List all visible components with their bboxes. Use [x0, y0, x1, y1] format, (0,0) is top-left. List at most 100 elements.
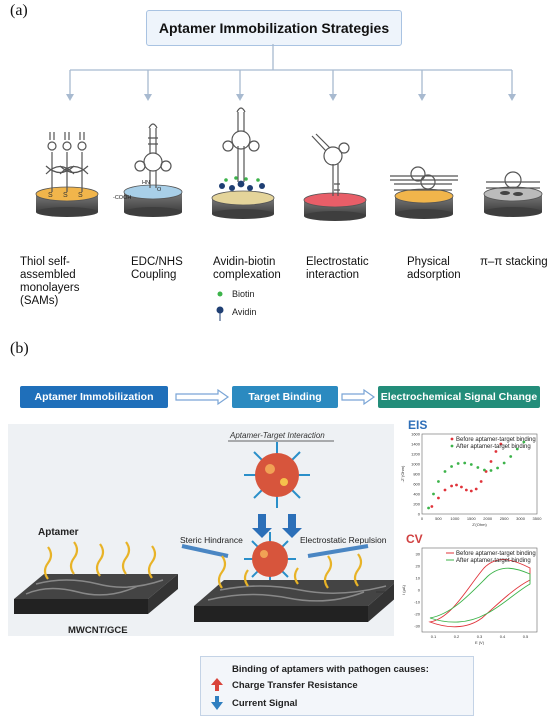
eis-point — [450, 465, 453, 468]
eis-point — [469, 489, 473, 493]
eis-y-tick: 1400 — [411, 442, 421, 447]
strategy-label-electrostatic: Electrostatic interaction — [306, 256, 369, 281]
eis-point — [432, 492, 435, 496]
eis-x-tick: 3000 — [516, 516, 526, 521]
eis-point — [443, 470, 447, 473]
electrode-thiol: S S S — [35, 132, 99, 217]
eis-point — [515, 447, 519, 451]
eis-point — [479, 480, 483, 483]
arrow-up-icon — [211, 678, 223, 691]
cv-legend-label: Before aptamer-target binding — [456, 551, 536, 557]
thiol-s1: S — [48, 192, 53, 199]
flow-arrows — [175, 388, 376, 406]
edc-hn: HN — [142, 180, 150, 186]
eis-point — [464, 488, 468, 492]
eis-point — [437, 496, 440, 500]
eis-axes — [421, 433, 538, 515]
result-item-resistance: Charge Transfer Resistance — [232, 680, 358, 691]
thiol-s3: S — [78, 192, 83, 199]
eis-point — [437, 480, 440, 483]
flow-target-binding: Target Binding — [232, 386, 338, 408]
flow-aptamer-immobilization: Aptamer Immobilization — [20, 386, 168, 408]
strategy-illustrations: S S S -COOH HN O — [35, 107, 543, 221]
thiol-s2: S — [63, 192, 68, 199]
cv-x-tick: 0.5 — [523, 634, 529, 639]
legend-avidin: Avidin — [232, 307, 257, 317]
eis-y-tick: 400 — [413, 492, 420, 497]
result-heading: Binding of aptamers with pathogen causes… — [232, 664, 429, 675]
electrode-right — [194, 580, 394, 622]
cv-title: CV — [406, 532, 423, 546]
cv-y-tick: 30 — [416, 552, 421, 557]
eis-title: EIS — [408, 418, 428, 432]
eis-point — [455, 483, 458, 487]
eis-point — [489, 469, 493, 472]
virus-icon-top — [244, 442, 310, 508]
eis-y-tick: 1600 — [411, 432, 421, 437]
eis-y-tick: 800 — [413, 472, 420, 477]
steric-hindrance-label: Steric Hindrance — [180, 535, 243, 545]
eis-point — [430, 505, 434, 508]
panel-a-label: (a) — [10, 2, 28, 19]
eis-point — [483, 468, 486, 472]
eis-y-tick: 1200 — [411, 452, 421, 457]
cv-y-tick: 0 — [418, 588, 421, 593]
edc-cooh: -COOH — [113, 195, 131, 201]
cv-axes — [421, 547, 538, 633]
result-arrows — [211, 678, 223, 710]
cv-series-before — [428, 559, 531, 628]
eis-point — [463, 461, 467, 465]
legend-biotin: Biotin — [232, 289, 255, 299]
result-item-current: Current Signal — [232, 698, 298, 709]
eis-ylabel: -Z''(Ohm) — [400, 465, 405, 482]
cv-x-tick: 0.3 — [477, 634, 483, 639]
eis-point — [496, 466, 499, 470]
eis-point — [443, 488, 447, 492]
edc-o: O — [157, 187, 162, 193]
electrode-physical — [390, 166, 458, 219]
eis-point — [499, 442, 503, 446]
eis-point — [450, 484, 453, 488]
avidin-icon — [216, 306, 224, 321]
eis-xlabel: Z'(Ohm) — [472, 522, 487, 527]
eis-x-tick: 1500 — [467, 516, 477, 521]
eis-x-tick: 500 — [435, 516, 442, 521]
result-box — [200, 656, 474, 716]
electrode-edc: -COOH HN O — [113, 123, 183, 217]
electrostatic-repulsion-label: Electrostatic Repulsion — [300, 535, 387, 545]
cv-y-tick: -30 — [414, 624, 421, 629]
eis-x-tick: 3500 — [533, 516, 543, 521]
flow-signal-change: Electrochemical Signal Change — [378, 386, 540, 408]
electrode-electrostatic — [303, 133, 367, 221]
cv-ylabel: I (μA) — [401, 584, 406, 595]
eis-point — [469, 463, 473, 466]
eis-x-tick: 0 — [421, 516, 424, 521]
electrode-label: MWCNT/GCE — [68, 625, 128, 636]
cv-legend-label: After aptamer-target binding — [456, 558, 531, 564]
cv-series-after — [429, 567, 531, 623]
panel-b-label: (b) — [10, 340, 29, 357]
eis-y-tick: 600 — [413, 482, 420, 487]
cv-x-tick: 0.1 — [431, 634, 437, 639]
eis-point — [494, 450, 498, 453]
strategy-label-physical: Physical adsorption — [407, 256, 461, 281]
eis-point — [489, 460, 493, 463]
electrode-avidin — [211, 107, 275, 219]
cv-y-tick: -20 — [414, 612, 421, 617]
legend-icons — [216, 291, 224, 321]
eis-legend-marker — [450, 444, 454, 448]
eis-point — [502, 461, 506, 465]
strategy-label-thiol: Thiol self-assembled monolayers (SAMs) — [20, 256, 80, 307]
tree-connector — [66, 44, 516, 101]
eis-point — [456, 462, 460, 465]
biotin-icon — [217, 291, 223, 297]
electrode-left — [14, 574, 178, 614]
virus-icon-bound — [244, 532, 296, 586]
eis-point — [509, 455, 513, 458]
strategy-label-avidin: Avidin-biotin complexation — [213, 256, 281, 281]
cv-y-tick: 20 — [416, 564, 421, 569]
arrow-down-icon — [211, 696, 223, 710]
eis-point — [522, 440, 526, 444]
eis-x-tick: 2500 — [500, 516, 510, 521]
